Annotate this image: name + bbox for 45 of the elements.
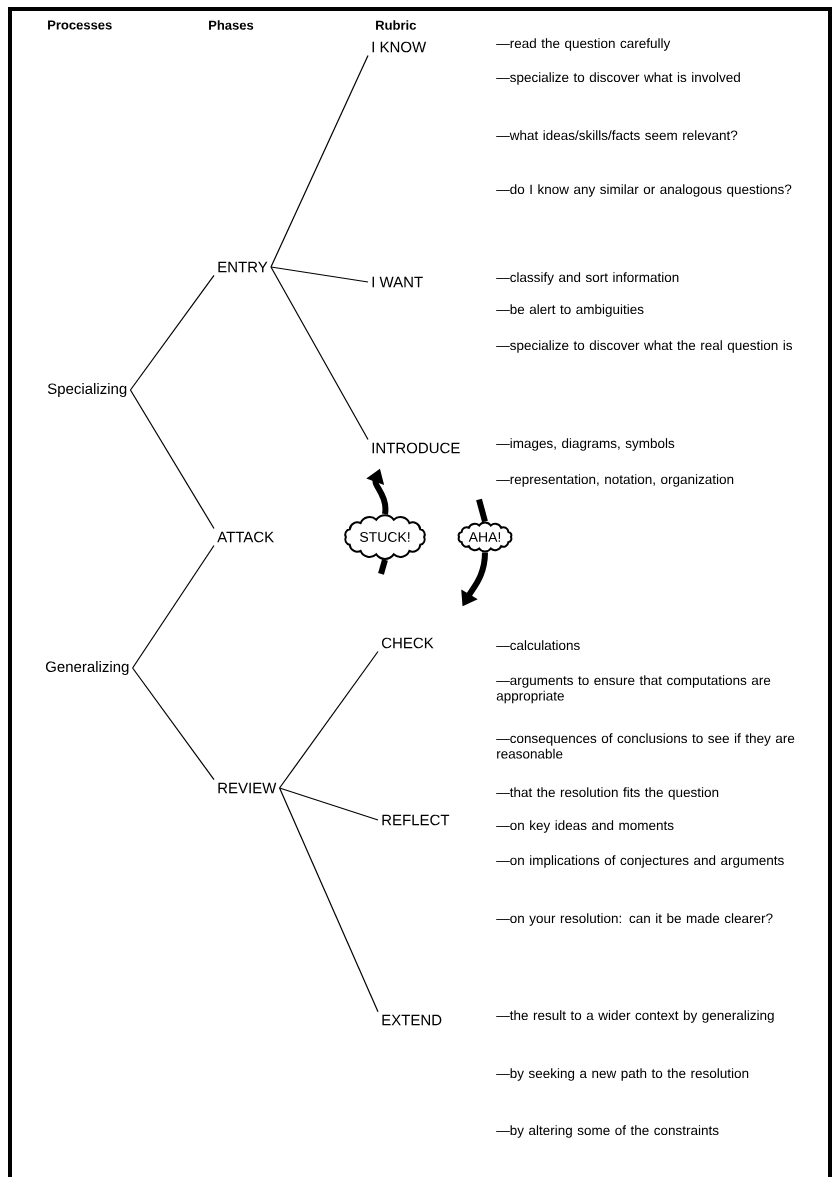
rubric-note: —be alert to ambiguities bbox=[496, 304, 644, 317]
rubric-label: REFLECT bbox=[382, 814, 450, 826]
rubric-note: —that the resolution fits the question bbox=[496, 787, 719, 800]
rubric-label: I WANT bbox=[372, 276, 423, 288]
bracket-line bbox=[270, 54, 369, 268]
rubric-note: —by altering some of the constraints bbox=[496, 1125, 719, 1138]
rubric-note: —do I know any similar or analogous questions? bbox=[496, 184, 792, 197]
phase-label: ENTRY bbox=[218, 261, 268, 273]
rubric-note: —the result to a wider context by generalizing bbox=[496, 1010, 774, 1023]
rubric-note: —by seeking a new path to the resolution bbox=[496, 1068, 749, 1081]
process-label: Generalizing bbox=[45, 661, 129, 675]
bracket-line bbox=[278, 650, 379, 789]
bracket-line bbox=[132, 544, 215, 669]
cloud-bubble: AHA! bbox=[457, 521, 513, 553]
bracket-line bbox=[278, 787, 379, 821]
column-heading: Rubric bbox=[376, 20, 416, 30]
phase-label: REVIEW bbox=[218, 782, 277, 794]
phase-label: ATTACK bbox=[217, 531, 274, 543]
bracket-line bbox=[132, 667, 215, 781]
bracket-line bbox=[129, 274, 215, 391]
rubric-label: EXTEND bbox=[382, 1014, 442, 1026]
cloud-bubble: STUCK! bbox=[344, 514, 426, 560]
rubric-note: —on your resolution: can it be made clearer? bbox=[496, 913, 773, 926]
process-label: Specializing bbox=[47, 383, 127, 397]
rubric-note: —specialize to discover what is involved bbox=[496, 72, 740, 85]
rubric-label: INTRODUCE bbox=[372, 442, 460, 454]
rubric-label: I KNOW bbox=[372, 41, 427, 53]
rubric-note: —read the question carefully bbox=[496, 38, 671, 51]
rubric-note: —classify and sort information bbox=[496, 272, 679, 285]
bracket-line bbox=[270, 266, 369, 283]
column-heading: Processes bbox=[48, 20, 112, 30]
rubric-label: CHECK bbox=[381, 637, 434, 649]
rubric-note: —arguments to ensure that computations are appropriate bbox=[496, 675, 771, 704]
rubric-note: —what ideas/skills/facts seem relevant? bbox=[496, 130, 738, 141]
bracket-line bbox=[278, 787, 379, 1013]
bracket-line bbox=[129, 389, 215, 530]
rubric-note: —representation, notation, organization bbox=[496, 474, 734, 487]
rubric-note: —consequences of conclusions to see if they are reasonable bbox=[496, 733, 795, 759]
rubric-note: —specialize to discover what the real question is bbox=[496, 340, 793, 353]
bracket-line bbox=[270, 266, 369, 441]
rubric-note: —calculations bbox=[496, 640, 580, 651]
rubric-note: —images, diagrams, symbols bbox=[496, 438, 675, 451]
rubric-note: —on implications of conjectures and arguments bbox=[496, 855, 784, 868]
column-heading: Phases bbox=[209, 20, 254, 30]
rubric-note: —on key ideas and moments bbox=[496, 820, 674, 833]
